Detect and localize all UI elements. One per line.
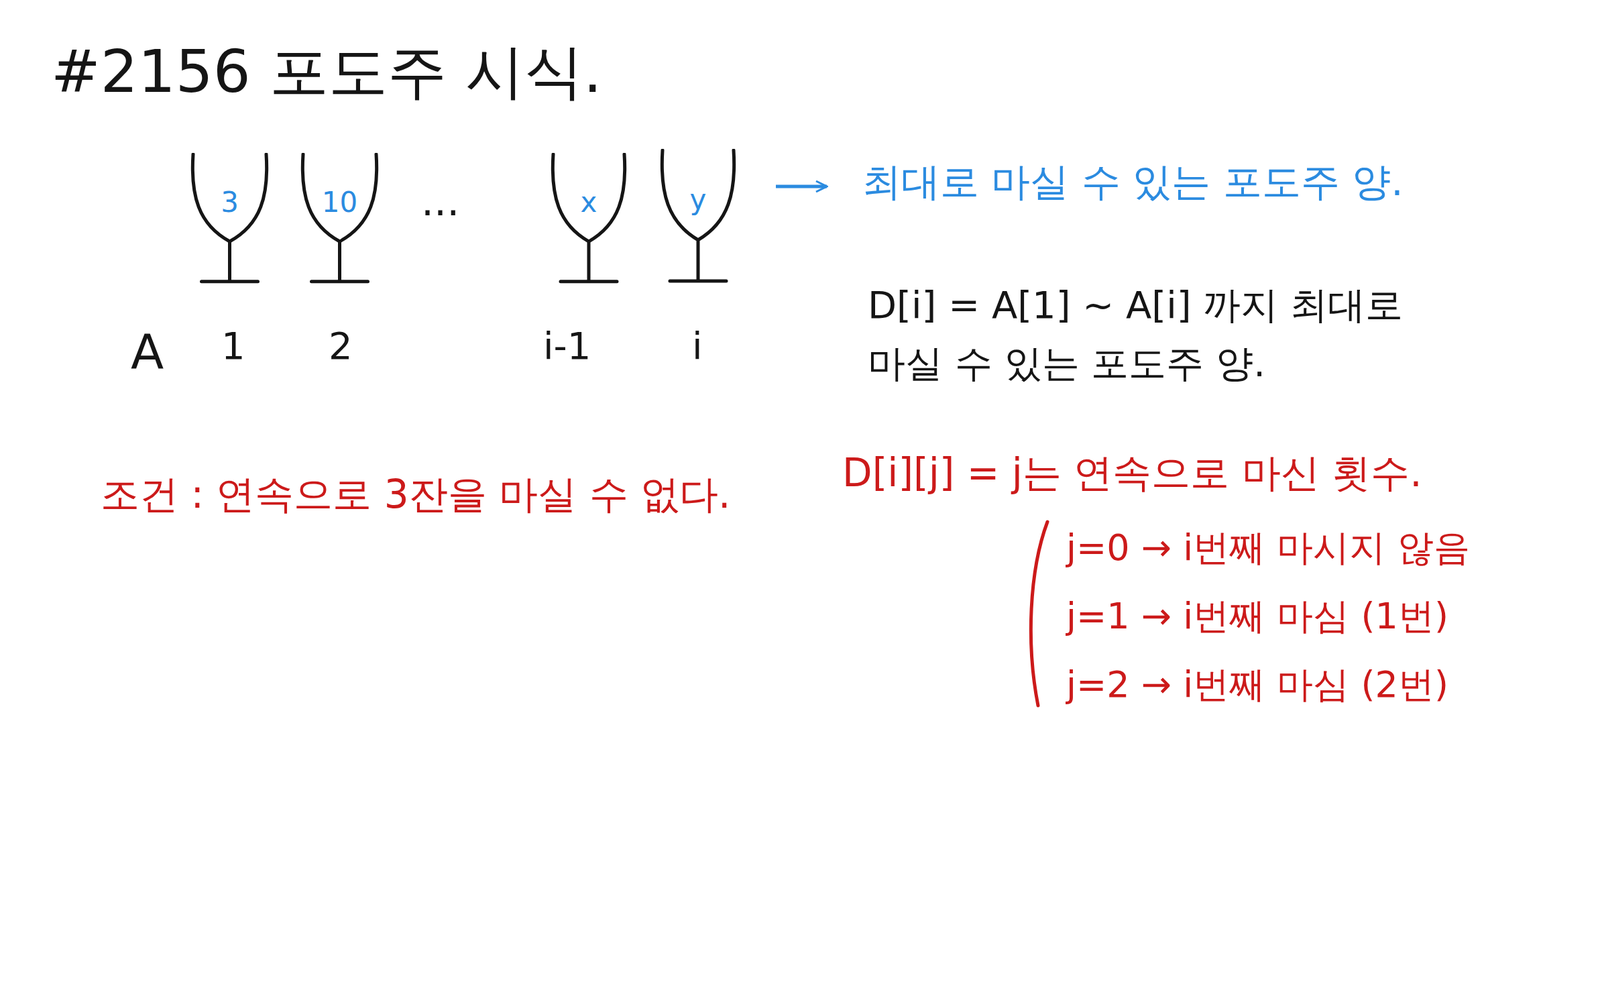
glass-note: 최대로 마실 수 있는 포도주 양. bbox=[862, 156, 1404, 208]
state-definition: D[i][j] = j는 연속으로 마신 횟수. bbox=[842, 447, 1423, 499]
glass-outline bbox=[299, 152, 381, 296]
index-label: i-1 bbox=[543, 321, 591, 371]
glass-amount: 10 bbox=[299, 187, 381, 218]
glass-amount: y bbox=[658, 184, 738, 216]
wine-glass: x bbox=[549, 152, 629, 296]
index-label: 2 bbox=[328, 321, 353, 371]
ellipsis: ··· bbox=[421, 186, 460, 239]
index-label: 1 bbox=[221, 321, 246, 371]
pointer-arrow bbox=[775, 185, 827, 189]
condition-note: 조건 : 연속으로 3잔을 마실 수 없다. bbox=[100, 469, 731, 520]
page-title: #2156 포도주 시식. bbox=[50, 33, 603, 110]
glass-amount: 3 bbox=[189, 187, 271, 218]
case-bracket bbox=[1030, 521, 1048, 706]
glass-outline bbox=[549, 152, 629, 296]
glass-amount: x bbox=[549, 187, 629, 218]
state-case: j=0 → i번째 마시지 않음 bbox=[1066, 524, 1470, 572]
index-label: i bbox=[692, 321, 703, 371]
definition: D[i] = A[1] ~ A[i] 까지 최대로 마실 수 있는 포도주 양. bbox=[867, 276, 1418, 393]
wine-glass: y bbox=[658, 148, 738, 296]
glass-outline bbox=[658, 148, 738, 296]
wine-glass: 10 bbox=[299, 152, 381, 296]
state-case: j=1 → i번째 마심 (1번) bbox=[1066, 592, 1449, 640]
glass-shape bbox=[661, 150, 734, 281]
array-name: A bbox=[130, 320, 164, 384]
wine-glass: 3 bbox=[189, 152, 271, 296]
state-case: j=2 → i번째 마심 (2번) bbox=[1066, 661, 1449, 709]
glass-outline bbox=[189, 152, 271, 296]
